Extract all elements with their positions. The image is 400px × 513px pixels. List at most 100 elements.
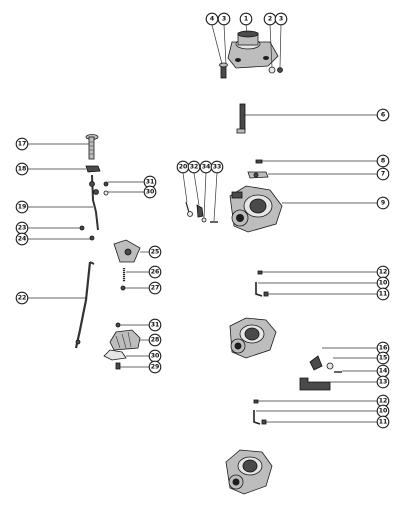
callout-23: 23 bbox=[15, 221, 29, 235]
callout-6: 6 bbox=[376, 108, 390, 122]
callout-33: 33 bbox=[210, 160, 224, 174]
callout-label: 26 bbox=[151, 269, 160, 276]
washer-34 bbox=[201, 217, 207, 223]
callout-31-lower: 31 bbox=[148, 318, 162, 332]
carburetor-body-9 bbox=[229, 185, 283, 233]
callout-14: 14 bbox=[376, 364, 390, 378]
callout-label: 28 bbox=[151, 337, 160, 344]
callout-label: 24 bbox=[18, 236, 27, 243]
callout-label: 10 bbox=[379, 280, 388, 287]
callout-label: 6 bbox=[381, 112, 385, 119]
carburetor-top-flange bbox=[227, 30, 279, 69]
nut-18 bbox=[85, 165, 101, 173]
screw-11-upper bbox=[263, 291, 269, 297]
callout-label: 30 bbox=[146, 189, 155, 196]
screw-11-lower bbox=[261, 419, 267, 425]
callout-25: 25 bbox=[148, 245, 162, 259]
washer-15 bbox=[326, 362, 334, 370]
callout-30-upper: 30 bbox=[143, 185, 157, 199]
callout-22: 22 bbox=[15, 291, 29, 305]
callout-13: 13 bbox=[376, 375, 390, 389]
callout-label: 15 bbox=[379, 355, 388, 362]
callout-label: 34 bbox=[202, 164, 211, 171]
callout-32: 32 bbox=[187, 160, 201, 174]
pin-part-6 bbox=[236, 103, 246, 134]
screw-12-upper bbox=[257, 270, 263, 275]
link-rod-22 bbox=[74, 261, 95, 349]
washer-23 bbox=[79, 225, 85, 231]
callout-18: 18 bbox=[15, 162, 29, 176]
carburetor-body-mid bbox=[229, 317, 277, 359]
callout-label: 20 bbox=[179, 164, 188, 171]
screw-12-lower bbox=[253, 399, 259, 404]
callout-label: 16 bbox=[379, 345, 388, 352]
callout-16: 16 bbox=[376, 341, 390, 355]
callout-19: 19 bbox=[15, 200, 29, 214]
callout-label: 4 bbox=[210, 16, 215, 23]
callout-label: 31 bbox=[146, 179, 155, 186]
callout-label: 12 bbox=[379, 269, 388, 276]
bracket-30-lower bbox=[103, 349, 127, 361]
callout-label: 11 bbox=[379, 291, 388, 298]
callout-15: 15 bbox=[376, 351, 390, 365]
callout-label: 14 bbox=[379, 368, 388, 375]
callout-20: 20 bbox=[176, 160, 190, 174]
callout-label: 19 bbox=[18, 204, 27, 211]
callout-30-lower: 30 bbox=[148, 349, 162, 363]
callout-label: 10 bbox=[379, 408, 388, 415]
small-screw-8 bbox=[255, 159, 263, 164]
cam-25 bbox=[113, 239, 141, 263]
lever-7 bbox=[247, 171, 269, 179]
callout-label: 23 bbox=[18, 225, 27, 232]
callout-34: 34 bbox=[199, 160, 213, 174]
washer-30-top bbox=[103, 190, 109, 196]
callout-label: 2 bbox=[268, 16, 272, 23]
callout-label: 17 bbox=[18, 141, 27, 148]
callout-9: 9 bbox=[376, 196, 390, 210]
callout-11-lower: 11 bbox=[376, 415, 390, 429]
bracket-10-upper bbox=[255, 282, 263, 297]
callout-28-lower: 28 bbox=[148, 333, 162, 347]
flange-washer bbox=[268, 66, 283, 74]
callout-label: 22 bbox=[18, 295, 27, 302]
callout-label: 7 bbox=[381, 171, 385, 178]
callout-label: 32 bbox=[190, 164, 199, 171]
callout-label: 8 bbox=[381, 158, 385, 165]
callout-3-top-left: 3 bbox=[217, 12, 231, 26]
callout-8: 8 bbox=[376, 154, 390, 168]
callout-10-lower: 10 bbox=[376, 404, 390, 418]
bolt-17 bbox=[85, 134, 99, 160]
callout-label: 18 bbox=[18, 166, 27, 173]
callout-label: 30 bbox=[151, 353, 160, 360]
callout-label: 29 bbox=[151, 364, 160, 371]
rod-19 bbox=[89, 174, 99, 231]
callout-label: 31 bbox=[151, 322, 160, 329]
callout-24: 24 bbox=[15, 232, 29, 246]
callout-7: 7 bbox=[376, 167, 390, 181]
callout-10-upper: 10 bbox=[376, 276, 390, 290]
callout-label: 3 bbox=[279, 16, 283, 23]
callout-label: 1 bbox=[244, 16, 248, 23]
bracket-10-lower bbox=[253, 410, 261, 425]
callout-27: 27 bbox=[148, 281, 162, 295]
callout-2: 2 bbox=[263, 12, 277, 26]
carburetor-body-bottom bbox=[225, 449, 273, 495]
callout-label: 27 bbox=[151, 285, 160, 292]
callout-17: 17 bbox=[15, 137, 29, 151]
elbow-13 bbox=[299, 377, 331, 391]
screw-27 bbox=[120, 285, 126, 291]
callout-label: 11 bbox=[379, 419, 388, 426]
needle-20 bbox=[185, 201, 193, 217]
clip-31-lower bbox=[115, 322, 121, 328]
callout-4: 4 bbox=[205, 12, 219, 26]
callout-label: 13 bbox=[379, 379, 388, 386]
leader-lines bbox=[28, 24, 377, 423]
callout-1: 1 bbox=[239, 12, 253, 26]
callout-12-upper: 12 bbox=[376, 265, 390, 279]
plug-16 bbox=[309, 355, 323, 371]
clip-24 bbox=[89, 235, 95, 241]
callout-11-upper: 11 bbox=[376, 287, 390, 301]
callout-label: 25 bbox=[151, 249, 160, 256]
shield-28 bbox=[109, 329, 141, 351]
